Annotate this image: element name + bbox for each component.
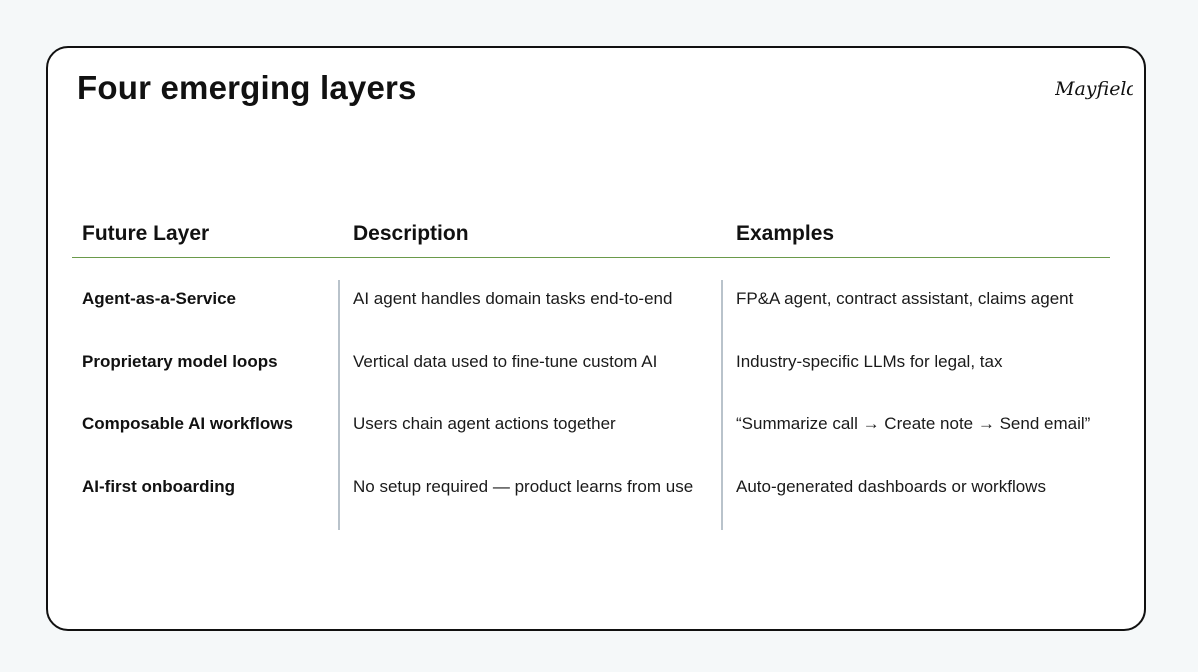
table-row-2-description: Vertical data used to fine-tune custom A…	[353, 352, 658, 371]
slide-title: Four emerging layers	[77, 69, 417, 106]
column-header-examples: Examples	[736, 222, 835, 245]
mayfield-logo: Mayfield	[1055, 78, 1133, 100]
header-divider	[72, 257, 1110, 258]
table-row-3-description: Users chain agent actions together	[353, 414, 616, 433]
table-row-1-layer: Agent-as-a-Service	[82, 289, 237, 308]
table-row-1-description: AI agent handles domain tasks end-to-end	[353, 289, 673, 308]
table-row-4-layer: AI-first onboarding	[82, 477, 235, 496]
table-row-2-examples: Industry-specific LLMs for legal, tax	[736, 352, 1003, 371]
column-divider-2	[721, 280, 723, 530]
column-divider-1	[338, 280, 340, 530]
slide-card: Four emerging layers Mayfield Future Lay…	[46, 46, 1146, 631]
table-row-4-description: No setup required — product learns from …	[353, 477, 694, 496]
table-row-2-layer: Proprietary model loops	[82, 352, 278, 371]
column-header-description: Description	[353, 222, 469, 245]
logo-text: Mayfield	[1055, 78, 1133, 100]
table-row-1-examples: FP&A agent, contract assistant, claims a…	[736, 289, 1074, 308]
column-header-future-layer: Future Layer	[82, 222, 210, 245]
table-row-3-layer: Composable AI workflows	[82, 414, 293, 433]
table-row-3-examples: “Summarize call → Create note → Send ema…	[736, 414, 1091, 433]
table-row-4-examples: Auto-generated dashboards or workflows	[736, 477, 1046, 496]
